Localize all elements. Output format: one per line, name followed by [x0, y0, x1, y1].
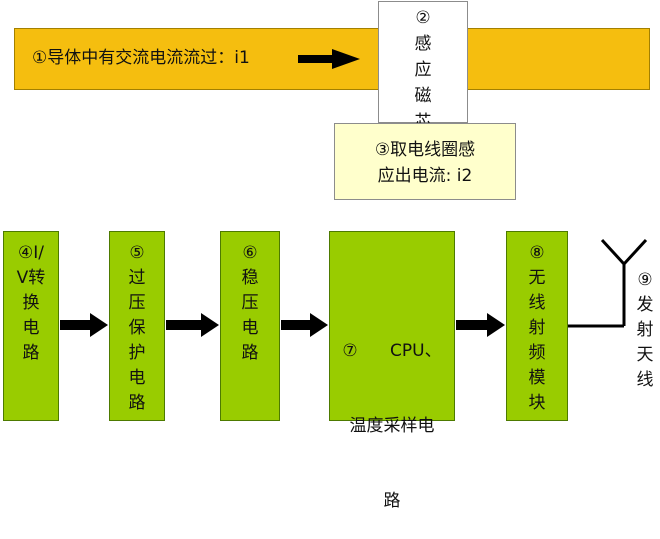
pickup-coil-label: ③取电线圈感 应出电流: i2: [334, 137, 516, 189]
block5-line-4: 射: [528, 318, 546, 338]
antenna-line-2: 发: [636, 295, 654, 315]
block2-line-2: 过: [128, 268, 146, 288]
block2-line-5: 护: [128, 343, 146, 363]
magnetic-core-box: [378, 1, 468, 123]
pickup-line-1: ③取电线圈感: [374, 140, 476, 160]
block2-line-7: 路: [128, 393, 146, 413]
voltage-regulator-block: [220, 231, 280, 421]
antenna-line-5: 线: [636, 370, 654, 390]
cpu-temperature-block: [329, 231, 455, 421]
block5-line-5: 频: [528, 343, 546, 363]
arrow-right-icon: [166, 313, 219, 337]
block3-line-4: 电: [241, 318, 259, 338]
block1-line-4: 电: [22, 318, 40, 338]
connectors-layer: [60, 49, 648, 337]
wireless-rf-block: [506, 231, 568, 421]
block1-line-2: V转: [16, 268, 46, 288]
block5-line-7: 块: [528, 393, 546, 413]
core-char-1: 感: [414, 34, 432, 54]
block5-line-1: ⑧: [529, 243, 545, 263]
block1-line-3: 换: [22, 293, 40, 313]
arrow-right-icon: [456, 313, 505, 337]
block2-line-4: 保: [128, 318, 146, 338]
arrow-right-icon: [281, 313, 328, 337]
iv-conversion-label: ④I/ V转 换 电 路: [3, 241, 59, 366]
wireless-rf-label: ⑧ 无 线 射 频 模 块: [506, 241, 568, 416]
block2-line-1: ⑤: [129, 243, 145, 263]
block4-line-1: ⑦ CPU、: [342, 341, 442, 361]
voltage-regulator-label: ⑥ 稳 压 电 路: [220, 241, 280, 366]
block3-line-2: 稳: [241, 268, 259, 288]
antenna-label: ⑨ 发 射 天 线: [630, 268, 660, 393]
block5-line-3: 线: [528, 293, 546, 313]
overvoltage-protection-block: [109, 231, 165, 421]
antenna-line-3: 射: [636, 320, 654, 340]
current-arrow-icon: [298, 49, 360, 69]
block3-line-1: ⑥: [242, 243, 258, 263]
core-number: ②: [415, 8, 431, 28]
block3-line-3: 压: [241, 293, 259, 313]
core-char-2: 应: [414, 60, 432, 80]
block5-line-2: 无: [528, 268, 546, 288]
antenna-line-1: ⑨: [637, 270, 653, 290]
core-char-3: 磁: [414, 86, 432, 106]
iv-conversion-block: [3, 231, 59, 421]
overvoltage-protection-label: ⑤ 过 压 保 护 电 路: [109, 241, 165, 416]
block1-line-5: 路: [22, 343, 40, 363]
block4-line-3: 路: [383, 491, 401, 511]
block2-line-6: 电: [128, 368, 146, 388]
block2-line-3: 压: [128, 293, 146, 313]
antenna-icon: [568, 238, 648, 328]
block3-line-5: 路: [241, 343, 259, 363]
conductor-label: ①导体中有交流电流流过：i1: [32, 48, 250, 68]
arrow-right-icon: [60, 313, 108, 337]
pickup-line-2: 应出电流: i2: [377, 166, 473, 186]
block1-line-1: ④I/: [18, 243, 44, 263]
antenna-line-4: 天: [636, 345, 654, 365]
pickup-coil-box: [334, 123, 516, 200]
block5-line-6: 模: [528, 368, 546, 388]
